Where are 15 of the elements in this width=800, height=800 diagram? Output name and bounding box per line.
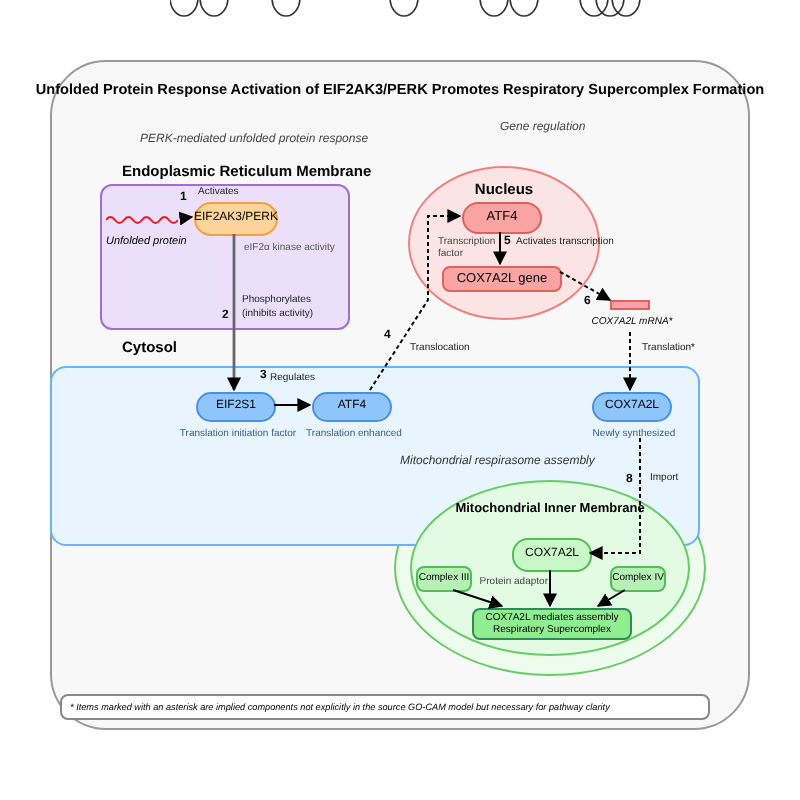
- supercomplex-box: [472, 608, 632, 640]
- arrow: [227, 234, 241, 392]
- arrow: [588, 437, 641, 560]
- arrow: [452, 589, 504, 609]
- arrow: [273, 398, 312, 412]
- arrow: [623, 331, 637, 392]
- gene-box: [442, 266, 562, 292]
- arrow: [178, 211, 194, 226]
- complex-box: [610, 566, 666, 592]
- arrow: [559, 270, 612, 301]
- arrow: [543, 569, 557, 608]
- arrow: [596, 589, 626, 607]
- arrow: [369, 209, 462, 391]
- arrow: [493, 231, 507, 266]
- complex-box: [416, 566, 472, 592]
